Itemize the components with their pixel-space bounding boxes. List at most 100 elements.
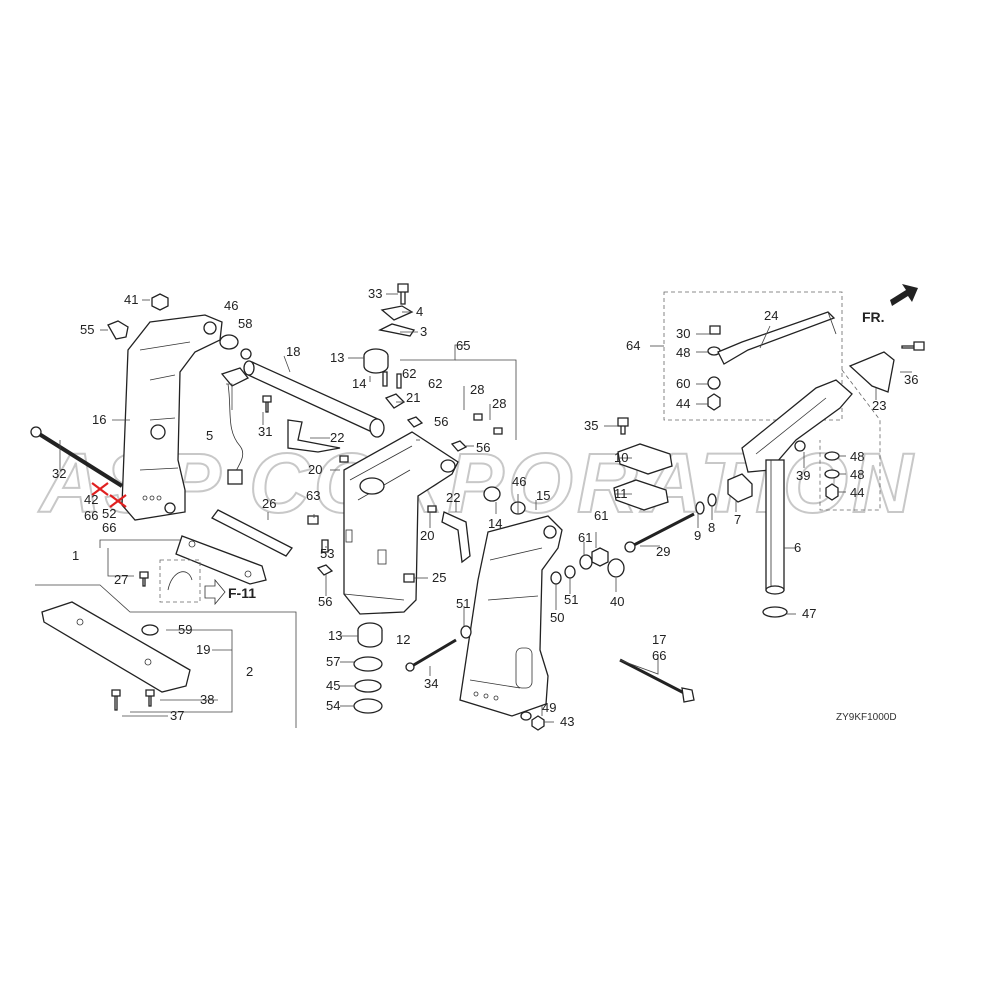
fitting-56b xyxy=(450,440,468,452)
callout-10: 10 xyxy=(614,450,628,465)
callout-56: 56 xyxy=(318,594,332,609)
callout-22: 22 xyxy=(446,490,460,505)
bolt-32 xyxy=(30,426,124,488)
bolt-37 xyxy=(111,689,121,711)
callout-14: 14 xyxy=(488,516,502,531)
callout-25: 25 xyxy=(432,570,446,585)
callout-21: 21 xyxy=(406,390,420,405)
callout-43: 43 xyxy=(560,714,574,729)
clip-detail xyxy=(167,571,193,591)
callout-30: 30 xyxy=(676,326,690,341)
plate-4 xyxy=(380,305,414,321)
callout-2: 2 xyxy=(246,664,253,679)
washer-50 xyxy=(550,571,562,585)
clamp-bracket-16 xyxy=(121,314,223,521)
ref-arrow-f11 xyxy=(204,578,226,606)
nut-61b xyxy=(591,547,609,567)
callout-48: 48 xyxy=(850,449,864,464)
callout-18: 18 xyxy=(286,344,300,359)
steering-tube-6 xyxy=(765,459,785,595)
diagram-code: ZY9KF1000D xyxy=(836,712,897,723)
washer-58 xyxy=(240,348,252,360)
callout-44: 44 xyxy=(850,485,864,500)
callout-66: 66 xyxy=(652,648,666,663)
washer-51b xyxy=(564,565,576,579)
callout-28: 28 xyxy=(492,396,506,411)
callout-36: 36 xyxy=(904,372,918,387)
nut-41 xyxy=(151,293,169,311)
callout-41: 41 xyxy=(124,292,138,307)
callout-58: 58 xyxy=(238,316,252,331)
group-box-64 xyxy=(663,291,843,421)
bolt-27 xyxy=(139,571,149,587)
callout-39: 39 xyxy=(796,468,810,483)
front-marker: FR. xyxy=(862,309,885,325)
callout-52: 52 xyxy=(102,506,116,521)
tilt-shaft-18 xyxy=(243,360,385,438)
callout-66: 66 xyxy=(102,520,116,535)
leader-lines xyxy=(59,293,912,723)
bolt-63 xyxy=(307,515,319,525)
callout-7: 7 xyxy=(734,512,741,527)
plate-3 xyxy=(378,323,416,337)
callout-48: 48 xyxy=(850,467,864,482)
callout-23: 23 xyxy=(872,398,886,413)
callout-34: 34 xyxy=(424,676,438,691)
callout-28: 28 xyxy=(470,382,484,397)
removed-part-marks xyxy=(91,482,127,508)
washer-9 xyxy=(695,501,705,515)
ref-label-f11: F-11 xyxy=(228,585,256,601)
seal-54 xyxy=(353,698,383,714)
callout-47: 47 xyxy=(802,606,816,621)
callout-62: 62 xyxy=(402,366,416,381)
callout-60: 60 xyxy=(676,376,690,391)
fitting-56a xyxy=(406,416,424,428)
callout-5: 5 xyxy=(206,428,213,443)
callout-11: 11 xyxy=(614,486,628,501)
callout-31: 31 xyxy=(258,424,272,439)
callout-16: 16 xyxy=(92,412,106,427)
callout-12: 12 xyxy=(396,632,410,647)
callout-50: 50 xyxy=(550,610,564,625)
bolt-28b xyxy=(493,427,503,435)
callout-59: 59 xyxy=(178,622,192,637)
steering-arm-39 xyxy=(741,379,853,473)
washer-8 xyxy=(707,493,717,507)
nut-44-top xyxy=(707,393,721,411)
callout-17: 17 xyxy=(652,632,666,647)
grease-fitting-53 xyxy=(321,539,329,553)
callout-40: 40 xyxy=(610,594,624,609)
callout-37: 37 xyxy=(170,708,184,723)
clamp-bracket-15 xyxy=(459,515,563,717)
collar-60 xyxy=(707,376,721,390)
callout-66: 66 xyxy=(84,508,98,523)
callout-46: 46 xyxy=(512,474,526,489)
bushing-14 xyxy=(483,486,501,502)
washer-51a xyxy=(460,625,472,639)
washer-48a xyxy=(824,451,840,461)
callout-55: 55 xyxy=(80,322,94,337)
bracket-23 xyxy=(848,351,895,393)
fitting-56c xyxy=(316,564,334,576)
swivel-case-12 xyxy=(343,431,459,615)
callout-8: 8 xyxy=(708,520,715,535)
callout-9: 9 xyxy=(694,528,701,543)
nut-43 xyxy=(531,715,545,731)
collar-13-top xyxy=(363,348,389,374)
callout-38: 38 xyxy=(200,692,214,707)
callout-61: 61 xyxy=(578,530,592,545)
bushing-7 xyxy=(727,473,753,503)
rod-26 xyxy=(211,509,293,557)
callout-48: 48 xyxy=(676,345,690,360)
callout-20: 20 xyxy=(420,528,434,543)
seal-45 xyxy=(354,679,382,693)
detail-box-27 xyxy=(159,559,201,603)
bolt-33 xyxy=(397,283,409,305)
plate-19 xyxy=(41,601,191,693)
callout-29: 29 xyxy=(656,544,670,559)
callout-35: 35 xyxy=(584,418,598,433)
front-arrow-icon xyxy=(890,284,918,306)
bolt-38 xyxy=(145,689,155,707)
callout-26: 26 xyxy=(262,496,276,511)
